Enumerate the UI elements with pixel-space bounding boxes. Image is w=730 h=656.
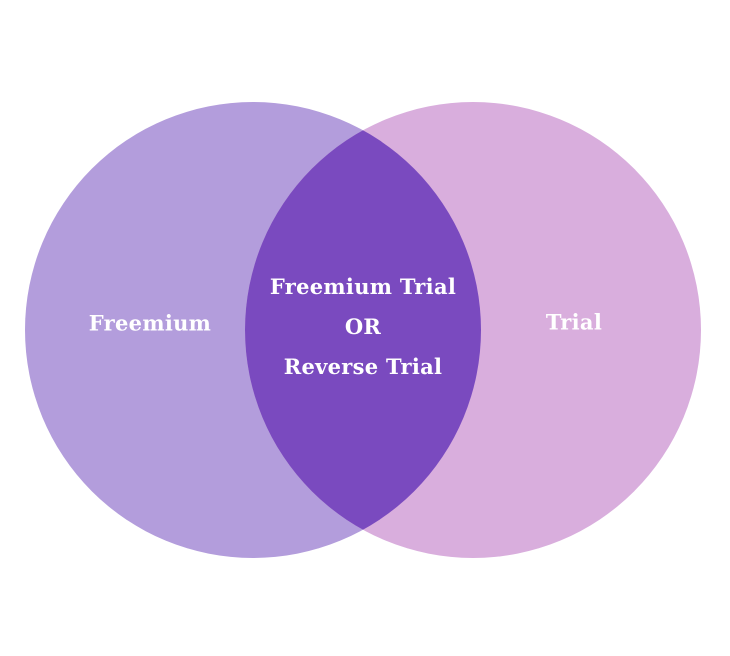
intersection-lens-shape	[245, 102, 481, 558]
intersection-label-line-2: OR	[344, 314, 382, 339]
intersection-label: Freemium Trial OR Reverse Trial	[270, 267, 456, 387]
right-circle-label: Trial	[545, 309, 603, 335]
left-circle-label: Freemium	[88, 310, 212, 336]
intersection-label-line-3: Reverse Trial	[283, 354, 443, 379]
intersection-label-line-1: Freemium Trial	[269, 274, 457, 299]
